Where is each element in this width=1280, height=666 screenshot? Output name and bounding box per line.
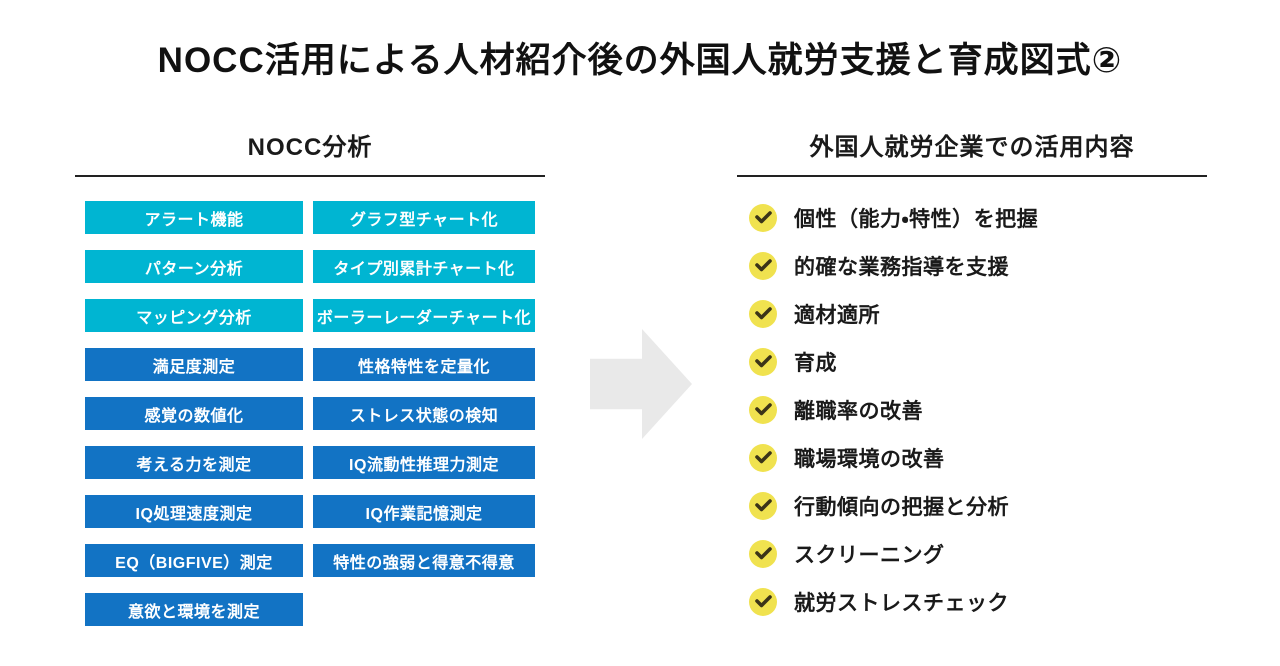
usage-item-label: 行動傾向の把握と分析 (794, 495, 1009, 519)
analysis-pill-type-chart: タイプ別累計チャート化 (313, 250, 535, 283)
nocc-analysis-header: NOCC分析 (75, 127, 545, 177)
usage-check-list: 個性（能力・特性）を把握 的確な業務指導を支援 適材適所 育成 離職率の改善 職… (749, 203, 1207, 616)
analysis-pill-pattern: パターン分析 (85, 250, 303, 283)
analysis-pill-stress-detect: ストレス状態の検知 (313, 397, 535, 430)
analysis-pill-thinking-power: 考える力を測定 (85, 446, 303, 479)
usage-list-item: 個性（能力・特性）を把握 (749, 203, 1207, 232)
usage-item-label: スクリーニング (794, 543, 945, 567)
usage-item-label: 適材適所 (794, 303, 880, 327)
analysis-pill-grid: アラート機能 パターン分析 マッピング分析 満足度測定 感覚の数値化 考える力を… (75, 201, 545, 626)
check-icon (749, 347, 777, 376)
usage-section: 外国人就労企業での活用内容 個性（能力・特性）を把握 的確な業務指導を支援 適材… (737, 127, 1207, 626)
usage-item-label: 離職率の改善 (794, 399, 923, 423)
check-icon (749, 587, 777, 616)
diagram-content: NOCC分析 アラート機能 パターン分析 マッピング分析 満足度測定 感覚の数値… (75, 127, 1280, 626)
check-icon (749, 299, 777, 328)
analysis-pill-iq-fluid-reasoning: IQ流動性推理力測定 (313, 446, 535, 479)
usage-list-item: 行動傾向の把握と分析 (749, 491, 1207, 520)
usage-list-item: 離職率の改善 (749, 395, 1207, 424)
analysis-pill-satisfaction: 満足度測定 (85, 348, 303, 381)
check-icon (749, 395, 777, 424)
usage-list-item: スクリーニング (749, 539, 1207, 568)
analysis-pill-motivation-env: 意欲と環境を測定 (85, 593, 303, 626)
analysis-pill-personality-quantify: 性格特性を定量化 (313, 348, 535, 381)
usage-list-item: 的確な業務指導を支援 (749, 251, 1207, 280)
analysis-pill-iq-working-memory: IQ作業記憶測定 (313, 495, 535, 528)
analysis-pill-alert: アラート機能 (85, 201, 303, 234)
analysis-pill-iq-speed: IQ処理速度測定 (85, 495, 303, 528)
analysis-column-1: アラート機能 パターン分析 マッピング分析 満足度測定 感覚の数値化 考える力を… (85, 201, 303, 626)
analysis-pill-polar-radar-chart: ボーラーレーダーチャート化 (313, 299, 535, 332)
usage-item-label: 就労ストレスチェック (794, 591, 1009, 615)
analysis-pill-eq-bigfive: EQ（BIGFIVE）測定 (85, 544, 303, 577)
usage-item-label: 育成 (794, 351, 837, 375)
right-arrow-icon (590, 329, 692, 439)
check-icon (749, 539, 777, 568)
check-icon (749, 443, 777, 472)
analysis-column-2: グラフ型チャート化 タイプ別累計チャート化 ボーラーレーダーチャート化 性格特性… (313, 201, 535, 626)
arrow-zone (545, 127, 737, 626)
check-icon (749, 251, 777, 280)
usage-item-label: 職場環境の改善 (794, 447, 945, 471)
check-icon (749, 203, 777, 232)
usage-item-label: 的確な業務指導を支援 (794, 255, 1009, 279)
analysis-pill-graph-chart: グラフ型チャート化 (313, 201, 535, 234)
usage-header: 外国人就労企業での活用内容 (737, 127, 1207, 177)
usage-item-label: 個性（能力・特性）を把握 (794, 207, 1039, 231)
analysis-pill-sense-quantify: 感覚の数値化 (85, 397, 303, 430)
check-icon (749, 491, 777, 520)
nocc-analysis-section: NOCC分析 アラート機能 パターン分析 マッピング分析 満足度測定 感覚の数値… (75, 127, 545, 626)
usage-list-item: 育成 (749, 347, 1207, 376)
usage-list-item: 職場環境の改善 (749, 443, 1207, 472)
analysis-pill-strengths-weaknesses: 特性の強弱と得意不得意 (313, 544, 535, 577)
usage-list-item: 就労ストレスチェック (749, 587, 1207, 616)
usage-list-item: 適材適所 (749, 299, 1207, 328)
analysis-pill-mapping: マッピング分析 (85, 299, 303, 332)
page-title: NOCC活用による人材紹介後の外国人就労支援と育成図式② (157, 41, 1123, 80)
